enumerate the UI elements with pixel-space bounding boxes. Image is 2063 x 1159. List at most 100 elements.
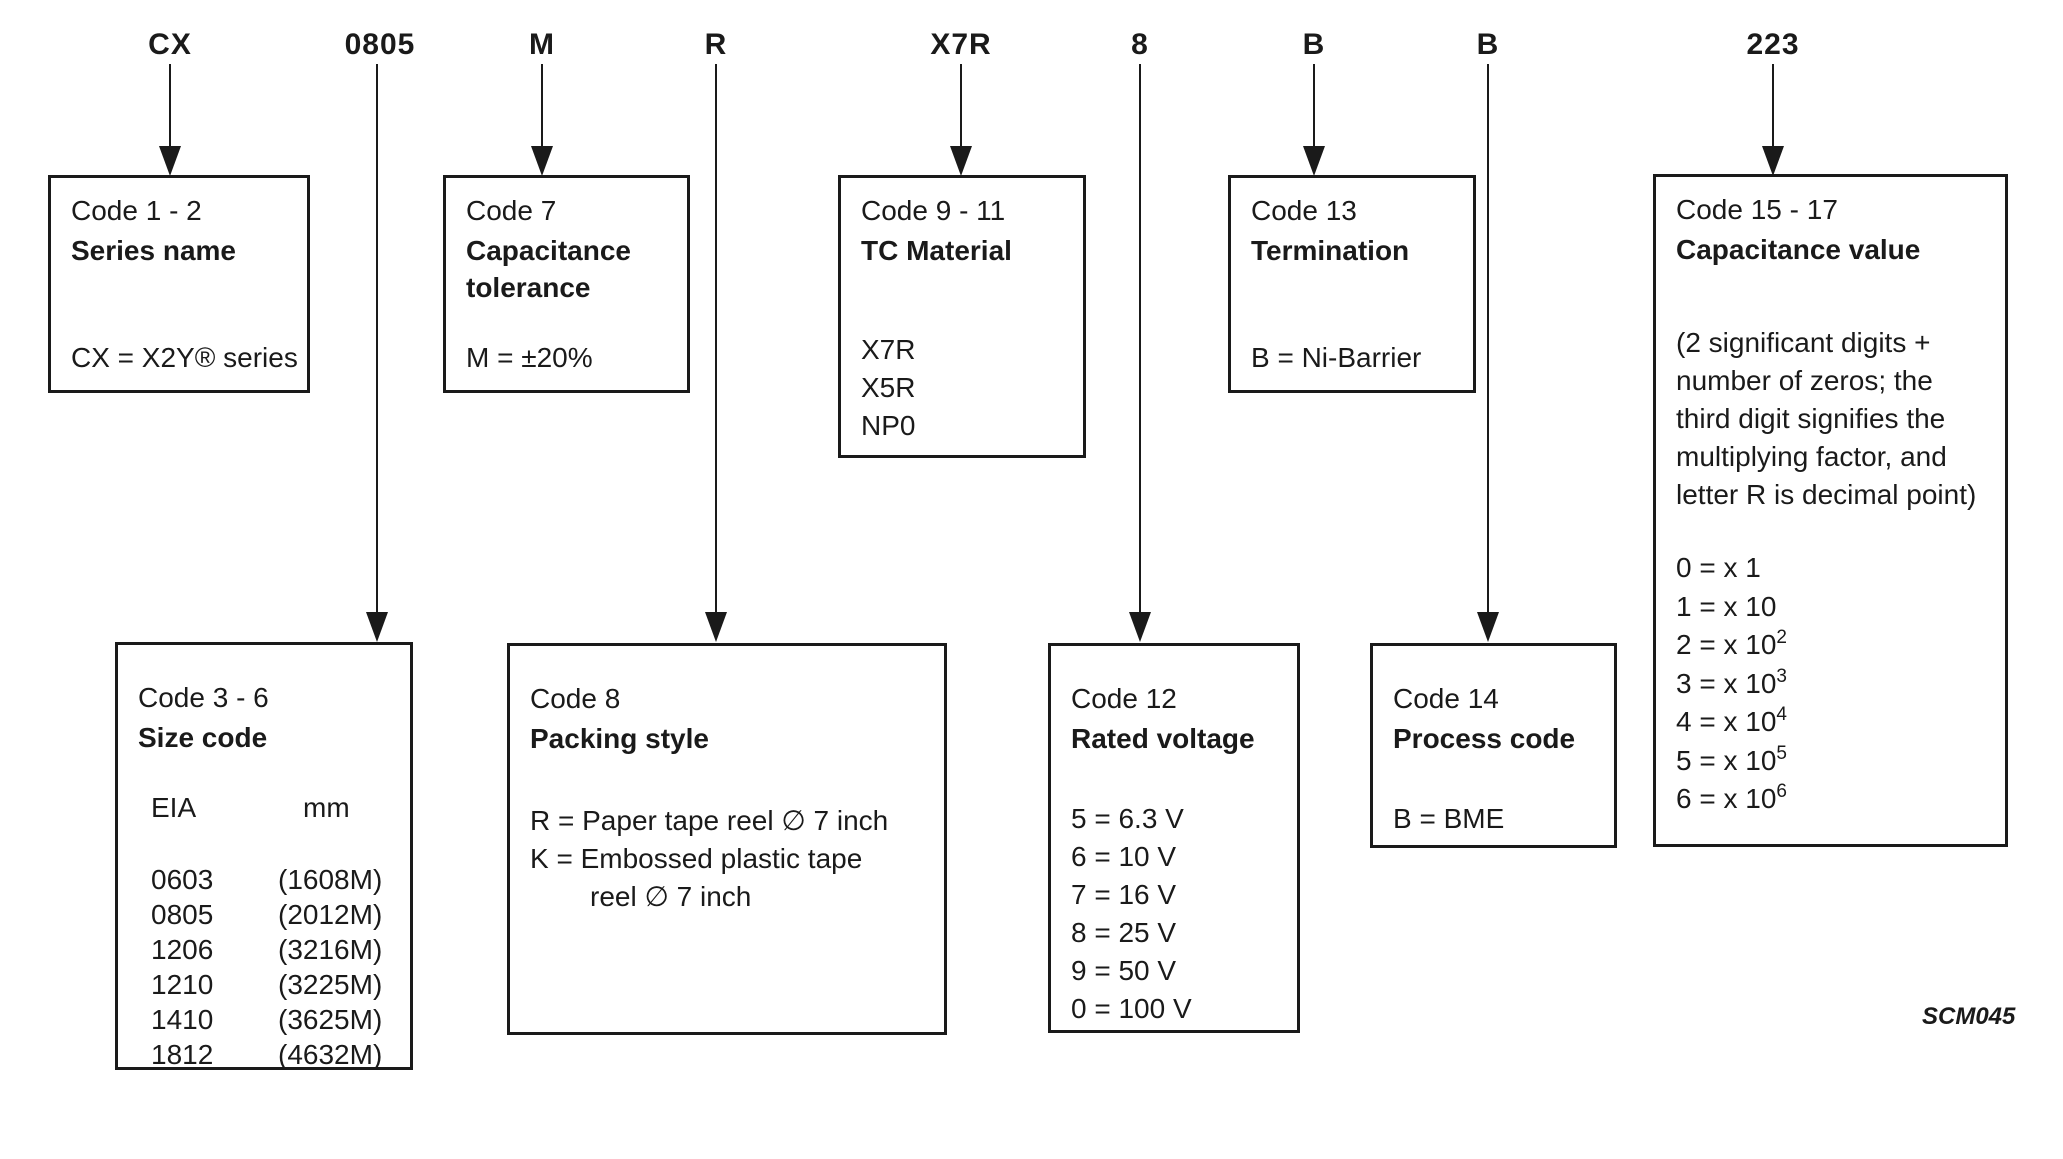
- segment-label-capacitance: 223: [1746, 28, 1800, 61]
- arrow-head-size: [366, 612, 388, 642]
- voltage-row-2: 7 = 16 V: [1071, 879, 1177, 910]
- size-row-eia-2: 1206: [151, 934, 214, 965]
- arrow-head-series: [159, 146, 181, 176]
- segment-label-process: B: [1476, 28, 1500, 61]
- box-capacitance-tolerance: Code 7 Capacitance tolerance M = ±20%: [443, 175, 690, 393]
- arrow-line-size: [376, 64, 378, 614]
- segment-label-tolerance: M: [529, 28, 555, 61]
- voltage-code-range: Code 12: [1071, 683, 1177, 714]
- multiplier-exp-4: 4: [1776, 704, 1787, 725]
- arrow-head-packing: [705, 612, 727, 642]
- multiplier-text-1: 1 = x 10: [1676, 591, 1777, 622]
- size-col-eia: EIA: [151, 792, 197, 823]
- arrow-head-tolerance: [531, 146, 553, 176]
- termination-code-range: Code 13: [1251, 195, 1357, 226]
- process-title: Process code: [1393, 723, 1576, 754]
- box-rated-voltage: Code 12 Rated voltage 5 = 6.3 V 6 = 10 V…: [1048, 643, 1300, 1033]
- tc-code-range: Code 9 - 11: [861, 195, 1006, 226]
- voltage-row-1: 6 = 10 V: [1071, 841, 1177, 872]
- arrow-line-tc-material: [960, 64, 962, 148]
- packing-code-range: Code 8: [530, 683, 621, 714]
- capvalue-title: Capacitance value: [1676, 234, 1921, 265]
- arrow-head-tc-material: [950, 146, 972, 176]
- segment-label-tc-material: X7R: [930, 28, 992, 61]
- tc-option-x5r: X5R: [861, 372, 916, 403]
- capvalue-code-range: Code 15 - 17: [1676, 194, 1838, 225]
- segment-label-termination: B: [1302, 28, 1326, 61]
- capvalue-note-line-1: (2 significant digits +: [1676, 327, 1931, 358]
- tolerance-title-1: Capacitance: [466, 235, 631, 266]
- packing-title: Packing style: [530, 723, 709, 754]
- size-row-eia-1: 0805: [151, 899, 214, 930]
- arrow-line-packing: [715, 64, 717, 614]
- box-termination: Code 13 Termination B = Ni-Barrier: [1228, 175, 1476, 393]
- figure-code-watermark: SCM045: [1922, 1003, 2016, 1030]
- packing-option-r: R = Paper tape reel ∅ 7 inch: [530, 805, 889, 836]
- capvalue-note-line-3: third digit signifies the: [1676, 403, 1946, 434]
- box-size-code: Code 3 - 6 Size code EIA mm 0603 (1608M)…: [115, 642, 413, 1070]
- arrow-line-voltage: [1139, 64, 1141, 614]
- box-capacitance-value: Code 15 - 17 Capacitance value (2 signif…: [1653, 174, 2008, 847]
- series-code-range: Code 1 - 2: [71, 195, 202, 226]
- multiplier-row-6: 6 = x 106: [1676, 781, 1787, 815]
- multiplier-row-4: 4 = x 104: [1676, 704, 1787, 738]
- size-row-eia-3: 1210: [151, 969, 214, 1000]
- multiplier-text-0: 0 = x 1: [1676, 552, 1761, 583]
- arrow-line-tolerance: [541, 64, 543, 148]
- arrow-head-process: [1477, 612, 1499, 642]
- arrow-head-termination: [1303, 146, 1325, 176]
- arrow-head-capacitance: [1762, 146, 1784, 176]
- arrow-line-process: [1487, 64, 1489, 614]
- multiplier-text-6: 6 = x 10: [1676, 783, 1777, 814]
- multiplier-row-0: 0 = x 1: [1676, 552, 1761, 584]
- multiplier-exp-6: 6: [1776, 781, 1787, 802]
- size-row-mm-4: (3625M): [278, 1004, 383, 1035]
- multiplier-row-1: 1 = x 10: [1676, 591, 1777, 623]
- arrow-line-series: [169, 64, 171, 148]
- segment-label-voltage: 8: [1131, 28, 1149, 61]
- tc-title: TC Material: [861, 235, 1012, 266]
- size-code-range: Code 3 - 6: [138, 682, 269, 713]
- segment-label-size: 0805: [344, 28, 416, 61]
- size-row-eia-4: 1410: [151, 1004, 214, 1035]
- packing-option-k-2: reel ∅ 7 inch: [590, 881, 752, 912]
- tolerance-title-2: tolerance: [466, 272, 591, 303]
- capvalue-note-line-4: multiplying factor, and: [1676, 441, 1947, 472]
- series-value: CX = X2Y® series: [71, 342, 298, 373]
- multiplier-exp-3: 3: [1776, 666, 1787, 687]
- multiplier-exp-2: 2: [1776, 627, 1787, 648]
- segment-label-series: CX: [148, 28, 192, 61]
- multiplier-row-5: 5 = x 105: [1676, 743, 1787, 777]
- size-row-mm-5: (4632M): [278, 1039, 383, 1070]
- termination-value: B = Ni-Barrier: [1251, 342, 1422, 373]
- size-row-eia-0: 0603: [151, 864, 214, 895]
- multiplier-row-3: 3 = x 103: [1676, 666, 1787, 700]
- size-row-mm-2: (3216M): [278, 934, 383, 965]
- tc-option-x7r: X7R: [861, 334, 916, 365]
- process-code-range: Code 14: [1393, 683, 1499, 714]
- segment-label-packing: R: [704, 28, 728, 61]
- size-row-mm-0: (1608M): [278, 864, 383, 895]
- voltage-row-4: 9 = 50 V: [1071, 955, 1177, 986]
- voltage-row-0: 5 = 6.3 V: [1071, 803, 1184, 834]
- tolerance-code-range: Code 7: [466, 195, 557, 226]
- tc-option-np0: NP0: [861, 410, 916, 441]
- arrow-head-voltage: [1129, 612, 1151, 642]
- multiplier-text-4: 4 = x 10: [1676, 706, 1777, 737]
- voltage-row-5: 0 = 100 V: [1071, 993, 1192, 1024]
- multiplier-text-5: 5 = x 10: [1676, 745, 1777, 776]
- box-series-name: Code 1 - 2 Series name CX = X2Y® series: [48, 175, 310, 393]
- voltage-title: Rated voltage: [1071, 723, 1255, 754]
- size-title: Size code: [138, 722, 268, 753]
- packing-option-k: K = Embossed plastic tape: [530, 843, 863, 874]
- box-process-code: Code 14 Process code B = BME: [1370, 643, 1617, 848]
- box-tc-material: Code 9 - 11 TC Material X7R X5R NP0: [838, 175, 1086, 458]
- size-row-eia-5: 1812: [151, 1039, 214, 1070]
- size-row-mm-1: (2012M): [278, 899, 383, 930]
- process-value: B = BME: [1393, 803, 1505, 834]
- box-packing-style: Code 8 Packing style R = Paper tape reel…: [507, 643, 947, 1035]
- termination-title: Termination: [1251, 235, 1410, 266]
- multiplier-text-3: 3 = x 10: [1676, 668, 1777, 699]
- series-title: Series name: [71, 235, 236, 266]
